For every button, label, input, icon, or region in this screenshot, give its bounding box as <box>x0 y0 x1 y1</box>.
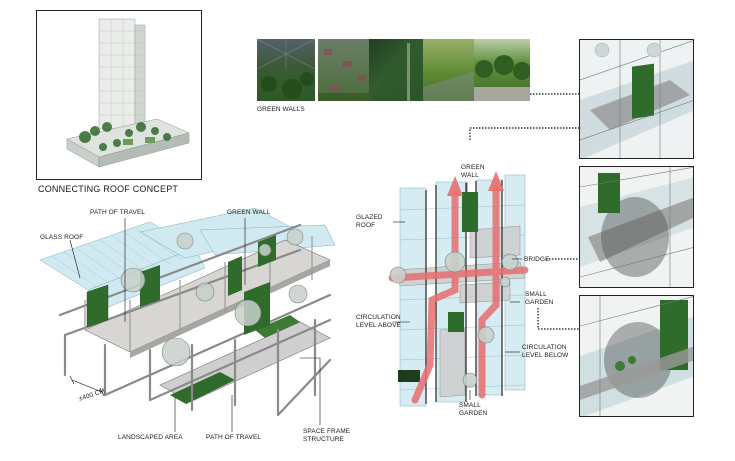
label-small-garden-right-1: SMALL <box>525 291 547 299</box>
label-circulation-below-1: CIRCULATION <box>522 344 567 352</box>
label-circulation-below-2: LEVEL BELOW <box>522 352 568 360</box>
label-circulation-above-1: CIRCULATION <box>356 314 401 322</box>
label-circulation-above-2: LEVEL ABOVE <box>356 322 401 330</box>
label-bridge: BRIDGE <box>524 256 550 264</box>
label-small-garden-right-2: GARDEN <box>525 299 553 307</box>
label-small-garden-bottom-1: SMALL <box>459 402 481 410</box>
label-green-wall-center-2: WALL <box>461 172 479 180</box>
label-glazed-roof-2: ROOF <box>356 222 375 230</box>
label-glazed-roof-1: GLAZED <box>356 214 383 222</box>
label-green-wall-center-1: GREEN <box>461 164 485 172</box>
label-small-garden-bottom-2: GARDEN <box>459 410 487 418</box>
